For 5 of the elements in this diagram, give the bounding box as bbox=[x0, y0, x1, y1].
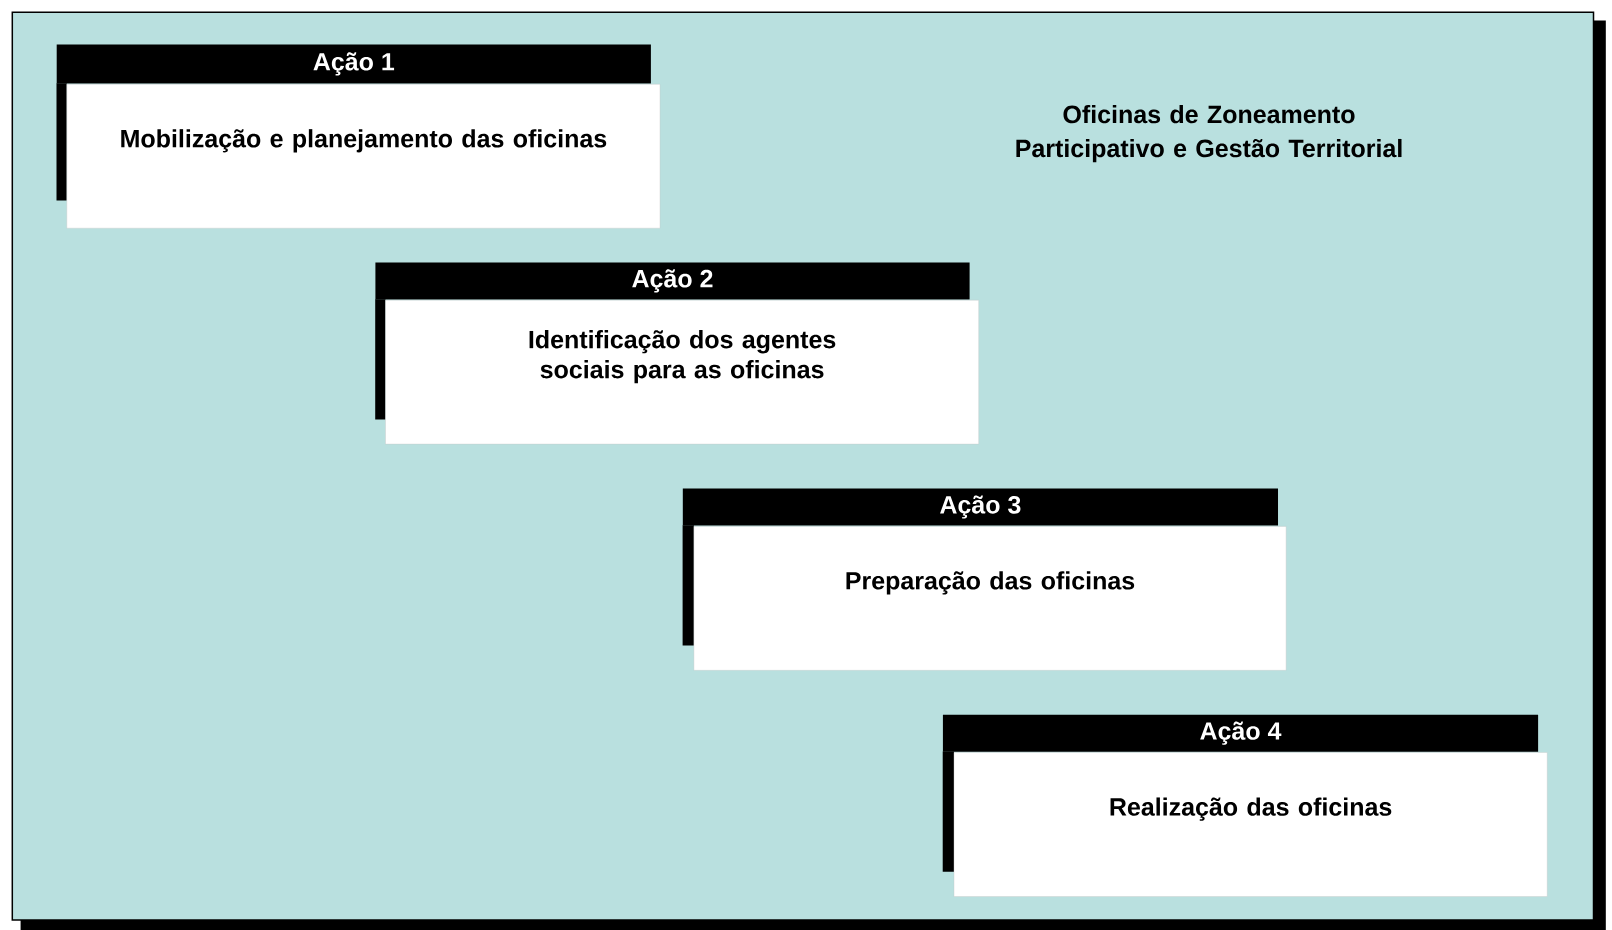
title: Oficinas de Zoneamento Participativo e Gestão Territorial bbox=[1016, 104, 1402, 163]
process-box: Realização das oficinas bbox=[953, 752, 1548, 897]
process-box: Preparação das oficinas bbox=[693, 526, 1287, 671]
process-box: Identificação dos agentes sociais para as oficinas bbox=[385, 300, 979, 445]
process-box: Mobilização e planejamento das oficinas bbox=[66, 84, 661, 229]
